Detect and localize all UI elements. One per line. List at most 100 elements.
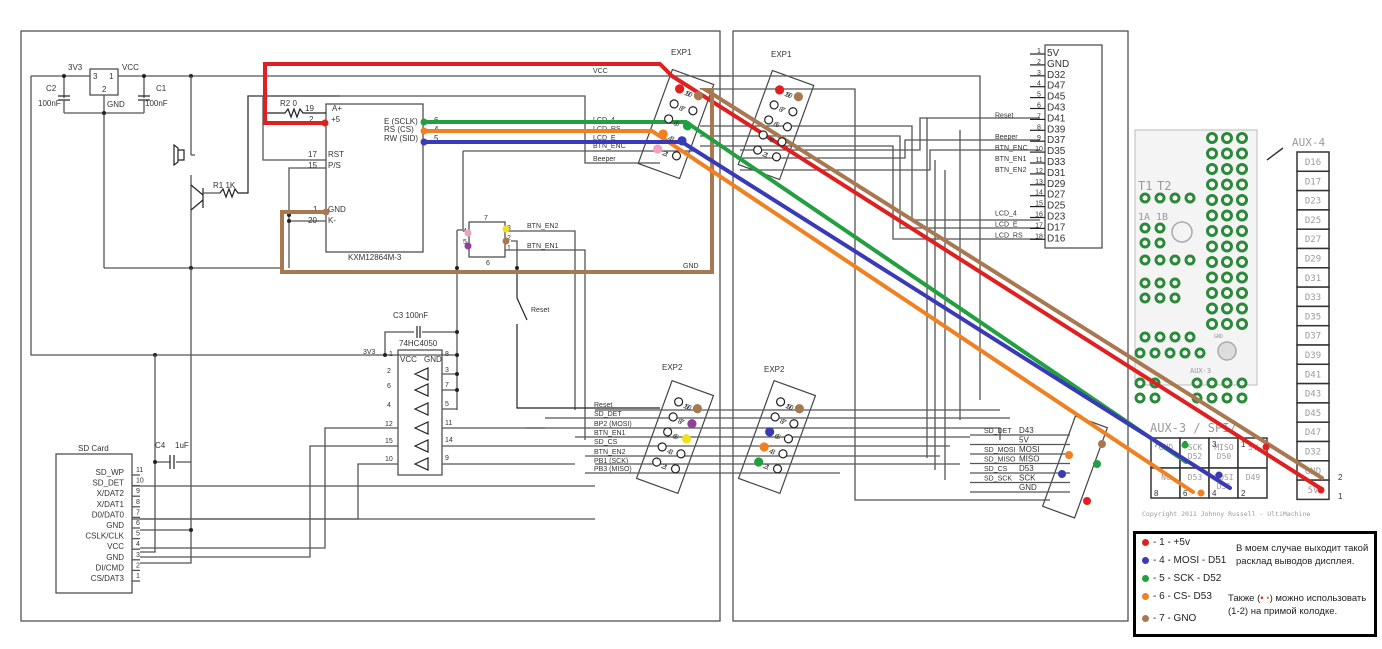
sd-header-pin: D43 [1019, 426, 1034, 435]
exp1-right-title: EXP1 [771, 50, 792, 59]
header-pin-number: 13 [1035, 179, 1043, 186]
header-pin-number: 6 [1037, 103, 1041, 110]
svg-text:100nF: 100nF [38, 99, 61, 108]
svg-text:1: 1 [389, 351, 393, 358]
svg-text:VCC: VCC [122, 63, 139, 72]
svg-text:D52: D52 [1188, 452, 1203, 461]
header-pin-number: 8 [1037, 124, 1041, 131]
svg-text:3: 3 [770, 449, 776, 457]
svg-text:D32: D32 [1305, 448, 1321, 458]
svg-text:10: 10 [784, 403, 794, 412]
red-dot-icon [1142, 539, 1149, 546]
sd-header-pin: MISO [1019, 455, 1039, 464]
sd-pin-label: D0/DAT0 [92, 510, 125, 519]
orange-dot-icon [1142, 593, 1149, 600]
c2-label: C2 [46, 84, 57, 93]
pin-10 [774, 85, 785, 95]
orange-wire [422, 129, 1195, 494]
buffer-ic: 74HC4050 C3 100nF VCC GND 3V3 1 2 6 4 12… [140, 311, 575, 558]
pin-9 [692, 404, 702, 414]
header-pin-label: D41 [1047, 113, 1066, 124]
pin-6 [664, 114, 674, 124]
header-pin-number: 12 [1035, 168, 1043, 175]
svg-text:15: 15 [308, 161, 317, 170]
sd-header-pin: 5V [1019, 436, 1029, 445]
pin-9 [793, 92, 803, 102]
svg-text:GND: GND [107, 100, 125, 109]
sd-pin-label: DI/CMD [96, 563, 125, 572]
svg-text:8: 8 [678, 105, 684, 113]
pin-8 [668, 412, 678, 422]
lcd-pin-dot [420, 118, 428, 126]
right-panel-frame [732, 30, 1129, 622]
lcd-name: KXM12864M-3 [348, 253, 402, 262]
svg-text:GND: GND [683, 263, 699, 270]
encoder-pin-dot [502, 237, 510, 245]
svg-text:1: 1 [313, 205, 318, 214]
encoder-pin-dot [502, 225, 510, 233]
svg-text:D50: D50 [1217, 452, 1232, 461]
sd-header-signal: SD_DET [984, 428, 1012, 435]
svg-text:1: 1 [764, 464, 770, 472]
regulator: 3 1 2 3V3 VCC GND C2 100nF C1 100nF [30, 63, 730, 356]
svg-text:R2 0: R2 0 [280, 99, 297, 108]
svg-text:GND: GND [328, 205, 346, 214]
svg-text:5: 5 [774, 122, 780, 130]
svg-text:7: 7 [484, 215, 488, 222]
board-pin-dot [1197, 489, 1205, 497]
pin-8 [770, 412, 780, 422]
pin-4 [657, 442, 667, 452]
svg-text:3: 3 [668, 449, 674, 457]
svg-text:2: 2 [1338, 473, 1343, 482]
svg-text:D35: D35 [1305, 312, 1321, 322]
pin-6 [764, 115, 774, 125]
svg-text:1: 1 [1241, 440, 1246, 449]
sd-pin-number: 5 [136, 531, 140, 538]
svg-text:A+: A+ [332, 104, 342, 113]
sd-header-pin: GND [1019, 483, 1037, 492]
pin-2 [653, 144, 663, 154]
svg-text:Reset: Reset [594, 402, 612, 409]
legend-note-alt: Также (• •) можно использовать (1-2) на … [1228, 593, 1367, 617]
header-signal-label: Beeper [995, 134, 1018, 141]
svg-text:MISO: MISO [1214, 443, 1233, 452]
svg-text:RST: RST [328, 150, 344, 159]
sd-pin-label: GND [106, 553, 124, 562]
sd-pin-label: CS/DAT3 [91, 574, 125, 583]
svg-text:3: 3 [769, 137, 775, 145]
header-pin-label: D25 [1047, 201, 1066, 212]
sd-pin-number: 2 [136, 562, 140, 569]
svg-text:4: 4 [1212, 489, 1217, 498]
c1-label: C1 [156, 84, 167, 93]
svg-text:3V3: 3V3 [363, 349, 376, 356]
pin-10 [775, 397, 786, 407]
svg-text:7: 7 [445, 382, 449, 389]
svg-text:D31: D31 [1305, 274, 1321, 284]
svg-text:D37: D37 [1305, 332, 1321, 342]
header-pin-label: D31 [1047, 168, 1066, 179]
exp2-right-connector [737, 379, 817, 495]
svg-text:11: 11 [445, 420, 452, 427]
svg-text:T2: T2 [1157, 179, 1171, 193]
reset-switch-label: Reset [531, 307, 549, 314]
svg-text:2: 2 [102, 85, 107, 94]
board-pin-dot [1317, 486, 1325, 494]
svg-text:6: 6 [672, 120, 678, 128]
sd-header-pin: D53 [1019, 464, 1034, 473]
svg-text:2: 2 [1241, 489, 1246, 498]
pin-7 [788, 107, 798, 117]
pin-8 [769, 100, 779, 110]
sd-pin-number: 1 [136, 573, 140, 580]
sd-header-pin: MOSI [1019, 445, 1039, 454]
header-signal-label: LCD_RS [995, 232, 1023, 239]
svg-text:Copyright 2011 Johnny Russell: Copyright 2011 Johnny Russell - UltiMach… [1142, 510, 1310, 518]
pin-7 [688, 106, 698, 116]
sd-header-dot [1083, 497, 1091, 505]
svg-text:AUX-4: AUX-4 [1292, 136, 1325, 149]
sd-header-dot [1093, 460, 1101, 468]
svg-text:4: 4 [667, 135, 673, 143]
svg-text:NC: NC [1161, 473, 1171, 482]
